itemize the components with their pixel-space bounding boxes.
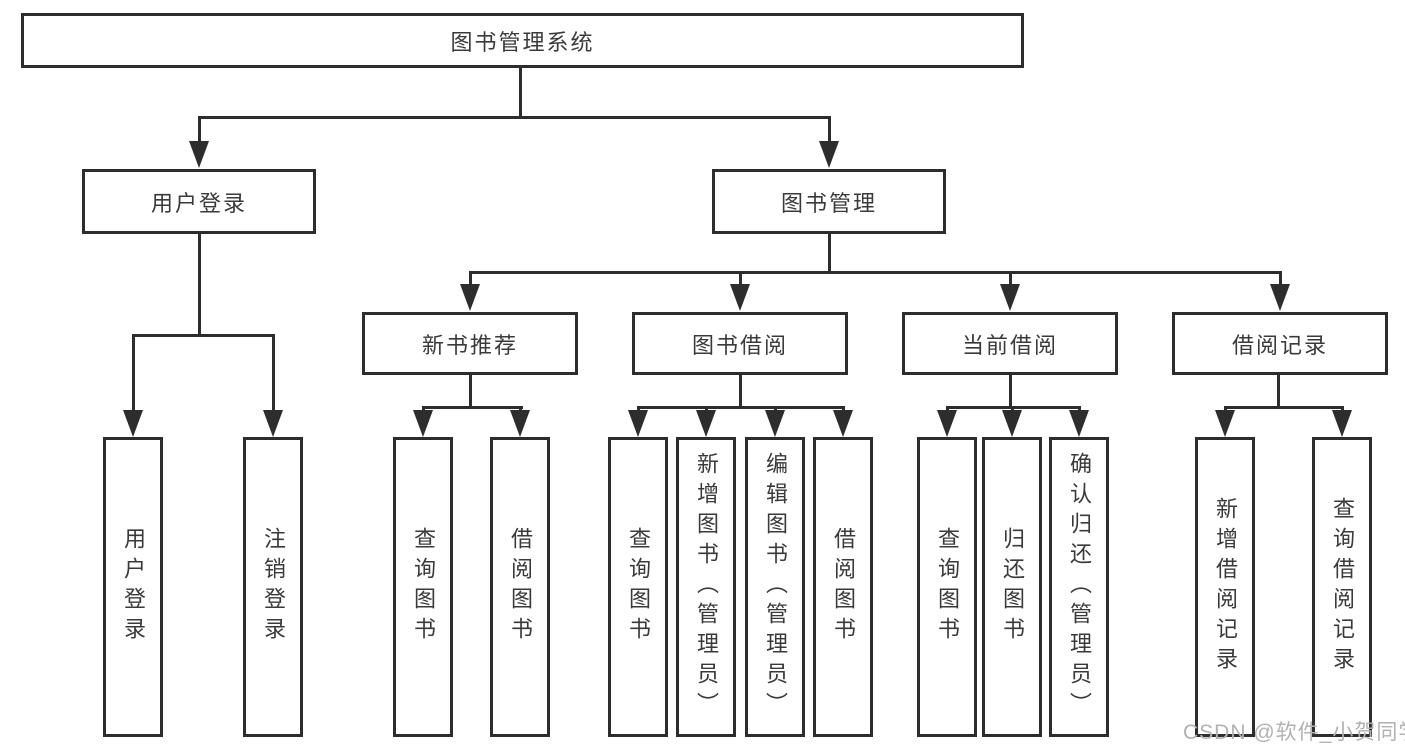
edge-user-login-drop [198,233,201,337]
node-book-mgmt-label: 图书管理 [780,190,877,216]
edge-to-borrow-records [1279,271,1282,285]
arrowhead-leaf-br-query [1332,410,1352,437]
node-borrow-records-label: 借阅记录 [1231,332,1328,358]
arrowhead-leaf-cb-confirm [1069,410,1089,437]
node-leaf-br-query-record-label: 查询借阅记录 [1330,497,1355,677]
node-leaf-rec-borrow-books: 借阅图书 [490,437,550,737]
edge-to-leaf-user-login [132,334,135,412]
edge-to-leaf-bb-query [637,406,640,413]
node-leaf-cb-query-books: 查询图书 [917,437,977,737]
edge-root-drop [519,68,522,119]
edge-to-leaf-cb-return [1011,406,1014,413]
node-user-login: 用户登录 [82,169,316,234]
node-borrow-records: 借阅记录 [1172,312,1388,375]
node-leaf-bb-edit-books: 编辑图书（管理员） [745,437,805,737]
node-leaf-cb-confirm-return-label: 确认归还（管理员） [1067,452,1092,722]
node-leaf-cb-return-books-label: 归还图书 [1000,527,1025,647]
edge-to-leaf-cb-query [946,406,949,413]
arrowhead-leaf-bb-borrow [833,410,853,437]
node-leaf-rec-query-books: 查询图书 [393,437,453,737]
node-leaf-rec-borrow-books-label: 借阅图书 [508,527,533,647]
edge-to-leaf-bb-add [705,406,708,413]
node-leaf-cb-confirm-return: 确认归还（管理员） [1049,437,1109,737]
arrowhead-leaf-bb-query [628,410,648,437]
node-current-borrow-label: 当前借阅 [961,332,1058,358]
edge-current-borrow-drop [1009,375,1012,409]
arrowhead-leaf-bb-add [696,410,716,437]
arrowhead-book-borrow [730,284,750,311]
node-leaf-logout: 注销登录 [243,437,303,737]
edge-to-leaf-cb-confirm [1078,406,1081,413]
edge-to-book-mgmt [828,116,831,143]
arrowhead-user-login [189,141,209,168]
edge-borrow-records-drop [1277,375,1280,409]
edge-book-mgmt-split [469,271,1282,274]
node-leaf-bb-query-books: 查询图书 [608,437,668,737]
arrowhead-leaf-bb-edit [765,410,785,437]
edge-to-leaf-logout [272,334,275,412]
node-new-book-rec-label: 新书推荐 [421,332,518,358]
node-leaf-bb-query-books-label: 查询图书 [626,527,651,647]
arrowhead-new-book-rec [460,284,480,311]
node-root: 图书管理系统 [21,13,1024,68]
node-leaf-br-query-record: 查询借阅记录 [1312,437,1372,737]
edge-to-leaf-bb-borrow [842,406,845,413]
node-root-label: 图书管理系统 [450,29,595,55]
arrowhead-current-borrow [1000,284,1020,311]
edge-to-leaf-rec-borrow [519,406,522,413]
edge-book-borrow-drop [739,375,742,409]
arrowhead-borrow-records [1270,284,1290,311]
node-leaf-bb-add-books: 新增图书（管理员） [676,437,736,737]
node-leaf-logout-label: 注销登录 [261,527,286,647]
edge-book-borrow-split [637,406,845,409]
edge-to-leaf-br-add [1224,406,1227,413]
edge-to-book-borrow [739,271,742,285]
node-leaf-br-add-record: 新增借阅记录 [1195,437,1255,737]
edge-root-split [198,116,831,119]
arrowhead-leaf-br-add [1215,410,1235,437]
node-leaf-bb-borrow-books-label: 借阅图书 [831,527,856,647]
edge-to-new-book-rec [469,271,472,285]
edge-to-leaf-br-query [1341,406,1344,413]
edge-book-mgmt-drop [828,233,831,274]
edge-new-book-rec-split [422,406,523,409]
node-leaf-bb-edit-books-label: 编辑图书（管理员） [763,452,788,722]
node-book-mgmt: 图书管理 [712,169,946,234]
arrowhead-leaf-cb-return [1002,410,1022,437]
arrowhead-leaf-rec-borrow [510,410,530,437]
arrowhead-leaf-cb-query [937,410,957,437]
node-leaf-cb-return-books: 归还图书 [982,437,1042,737]
edge-to-user-login [198,116,201,143]
edge-borrow-records-split [1224,406,1344,409]
node-leaf-user-login: 用户登录 [103,437,163,737]
node-book-borrow-label: 图书借阅 [691,332,788,358]
edge-to-leaf-rec-query [422,406,425,413]
node-new-book-rec: 新书推荐 [362,312,578,375]
edge-to-current-borrow [1009,271,1012,285]
arrowhead-leaf-rec-query [413,410,433,437]
arrowhead-book-mgmt [819,141,839,168]
node-current-borrow: 当前借阅 [902,312,1118,375]
node-book-borrow: 图书借阅 [632,312,848,375]
node-leaf-bb-borrow-books: 借阅图书 [813,437,873,737]
edge-user-login-split [132,334,275,337]
csdn-watermark: CSDN @软件_小贺同学 [1183,721,1405,744]
edge-new-book-rec-drop [469,375,472,409]
node-leaf-user-login-label: 用户登录 [121,527,146,647]
node-leaf-rec-query-books-label: 查询图书 [411,527,436,647]
node-leaf-br-add-record-label: 新增借阅记录 [1213,497,1238,677]
arrowhead-leaf-user-login [123,410,143,437]
node-leaf-cb-query-books-label: 查询图书 [935,527,960,647]
edge-to-leaf-bb-edit [774,406,777,413]
node-user-login-label: 用户登录 [150,190,247,216]
arrowhead-leaf-logout [263,410,283,437]
node-leaf-bb-add-books-label: 新增图书（管理员） [694,452,719,722]
